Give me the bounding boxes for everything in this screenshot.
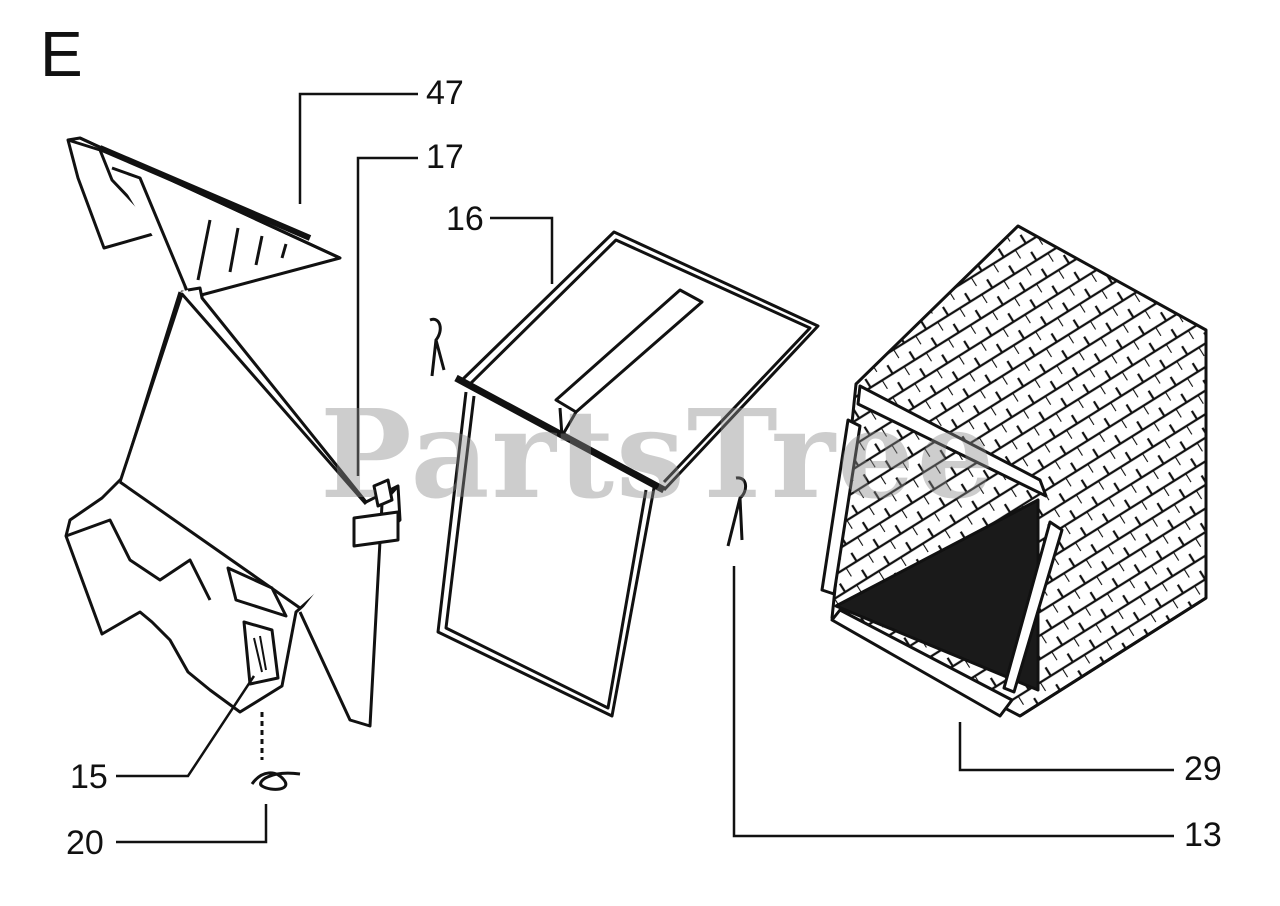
callout-20: 20 (66, 824, 104, 862)
callout-13: 13 (1184, 816, 1222, 854)
section-letter: E (40, 18, 83, 90)
callout-16: 16 (446, 200, 484, 238)
leader-47 (298, 92, 418, 204)
hair-pin-clip-part (429, 317, 747, 547)
leader-17 (356, 156, 418, 476)
clip-part (250, 712, 301, 791)
leader-16 (490, 216, 554, 284)
watermark: PartsTree (320, 382, 997, 526)
callout-29: 29 (1184, 750, 1222, 788)
leader-29 (958, 722, 1174, 772)
leader-20 (116, 804, 268, 844)
callout-15: 15 (70, 758, 108, 796)
leader-15 (116, 675, 256, 778)
leader-13 (732, 566, 1174, 838)
grass-bag-part (820, 224, 1208, 718)
callout-47: 47 (426, 74, 464, 112)
leader-lines (116, 92, 1174, 844)
bag-frame-part (436, 230, 820, 718)
mount-body-part (64, 286, 402, 728)
callout-17: 17 (426, 138, 464, 176)
cover-top-part (66, 136, 342, 300)
